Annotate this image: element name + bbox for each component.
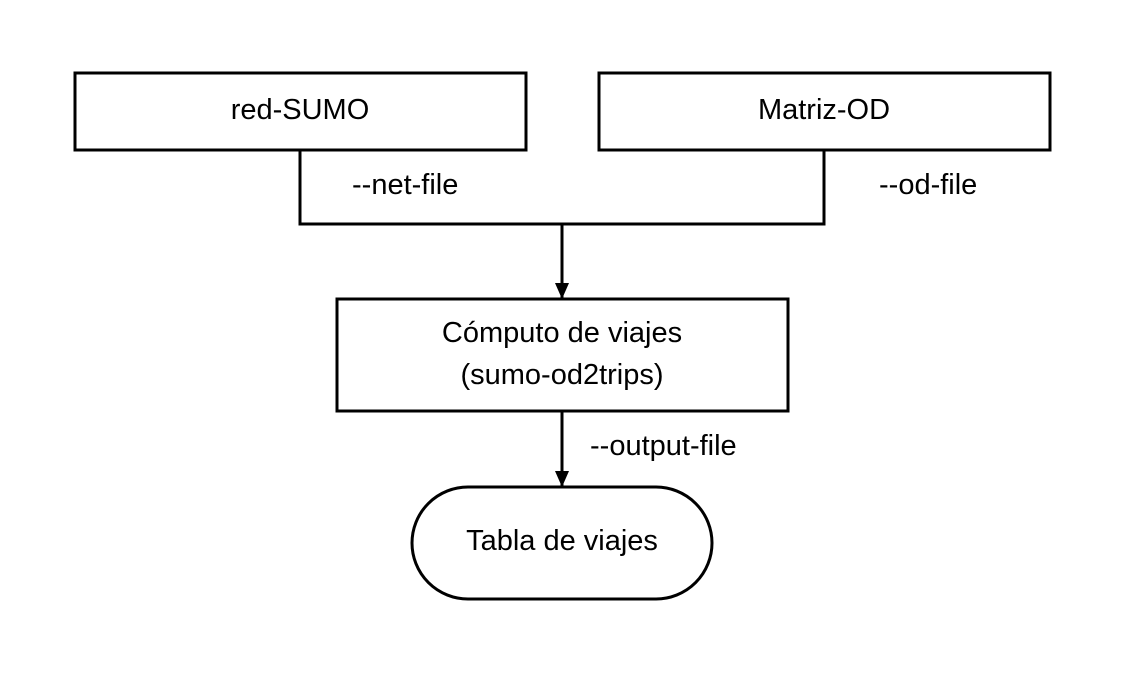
node-red-sumo-label: red-SUMO bbox=[231, 94, 370, 126]
node-matriz-od-box bbox=[597, 71, 1052, 152]
node-matriz-od-label: Matriz-OD bbox=[758, 94, 890, 126]
node-matriz-od: Matriz-OD bbox=[597, 71, 1052, 152]
edge-label-net-file: --net-file bbox=[352, 169, 458, 201]
node-computo-line2: (sumo-od2trips) bbox=[460, 359, 663, 391]
node-tabla: Tabla de viajes bbox=[410, 485, 714, 601]
node-computo-line1: Cómputo de viajes bbox=[442, 317, 682, 349]
merge-connector bbox=[298, 150, 826, 299]
node-red-sumo: red-SUMO bbox=[73, 71, 528, 152]
node-red-sumo-box bbox=[73, 71, 528, 152]
node-tabla-label: Tabla de viajes bbox=[466, 525, 658, 557]
node-tabla-terminal bbox=[410, 485, 714, 601]
edge-label-od-file: --od-file bbox=[879, 169, 977, 201]
edge-label-output-file: --output-file bbox=[590, 430, 737, 462]
node-computo: Cómputo de viajes (sumo-od2trips) bbox=[335, 297, 790, 413]
node-computo-box bbox=[335, 297, 790, 413]
